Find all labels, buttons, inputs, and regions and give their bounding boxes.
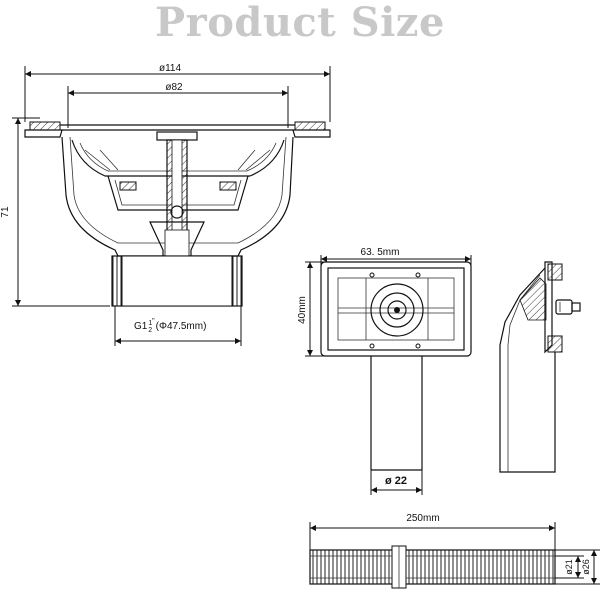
strainer-flange <box>24 121 331 138</box>
overflow-width-label: 63. 5mm <box>361 247 400 258</box>
hose-outer-diameter-label: ø26 <box>581 559 591 575</box>
hose-drawing: 250mm ø21 ø26 <box>309 513 600 589</box>
hose-inner-diameter-label: ø21 <box>564 559 574 575</box>
strainer-post <box>149 131 205 269</box>
page-title: Product Size <box>155 0 445 46</box>
overflow-front-view: 63. 5mm 40mm ø 22 <box>297 247 472 495</box>
height-label: 71 <box>0 206 11 218</box>
overflow-height-label: 40mm <box>297 296 308 324</box>
dim-inner-diameter: ø82 <box>67 82 289 128</box>
strainer-drawing: ø114 ø82 71 <box>0 63 331 346</box>
hose-length-label: 250mm <box>406 513 439 524</box>
dim-outer-diameter: ø114 <box>24 63 331 122</box>
pipe-diameter-label: ø 22 <box>385 475 407 487</box>
inner-diameter-label: ø82 <box>165 82 183 93</box>
outer-diameter-label: ø114 <box>159 63 181 74</box>
dim-height: 71 <box>0 117 110 307</box>
overflow-side-view <box>499 261 581 473</box>
